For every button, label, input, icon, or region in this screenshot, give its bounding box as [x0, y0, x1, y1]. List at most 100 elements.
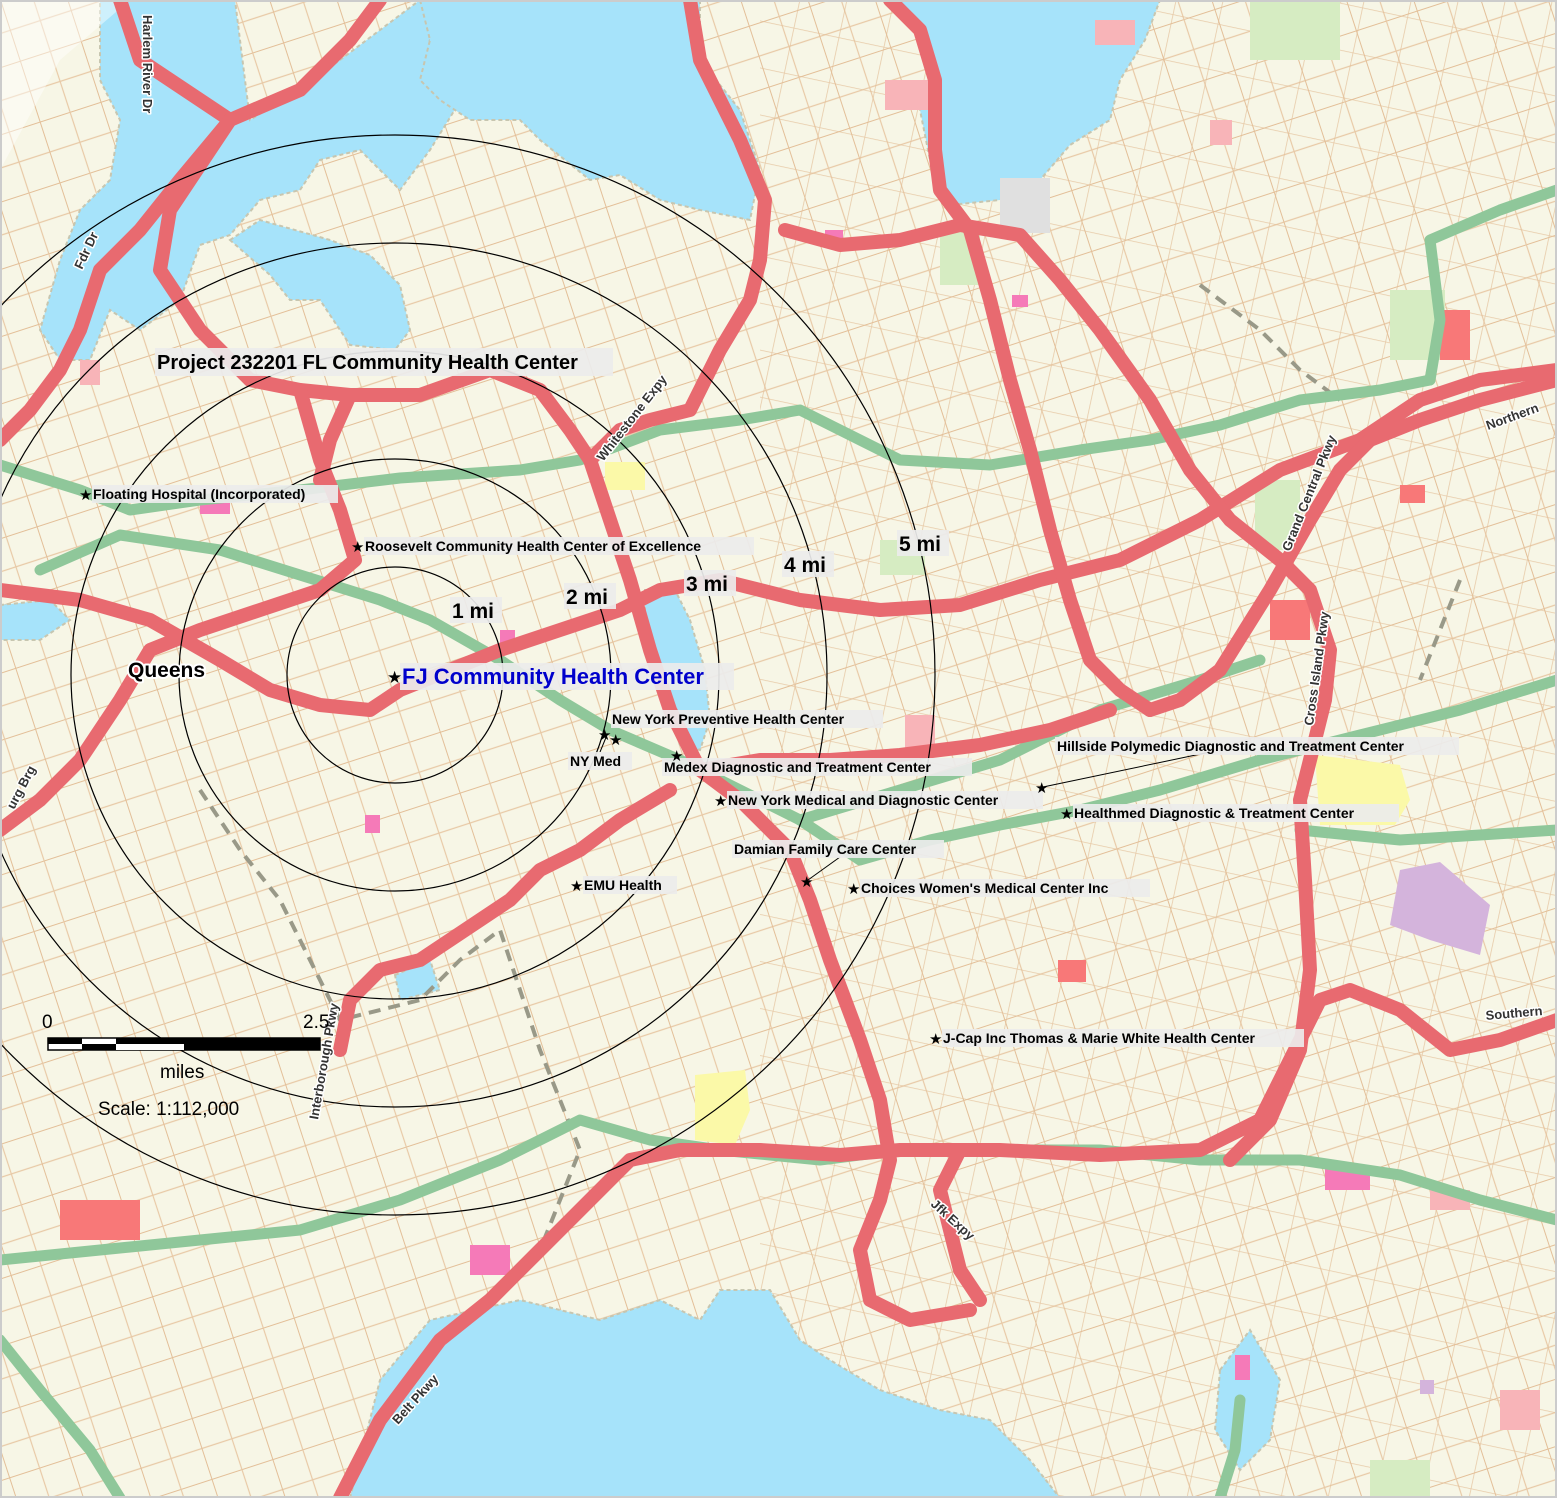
place-label-queens: Queens	[128, 659, 205, 682]
scale-bar: 0 2.5 miles Scale: 1:112,000	[42, 1012, 329, 1120]
star-icon: ★	[670, 747, 683, 765]
northern-parkway	[1424, 184, 1557, 386]
boundary-line-east2	[1418, 579, 1462, 681]
facility-marker[interactable]: ★ ★ New York Preventive Health Center	[598, 710, 883, 749]
harlem-river-drive	[113, 0, 237, 127]
grand-central-west	[153, 113, 597, 467]
facility-label[interactable]: NY Med	[570, 753, 621, 769]
facility-label[interactable]: New York Preventive Health Center	[612, 711, 845, 727]
facility-label-bg	[1073, 804, 1399, 822]
star-icon: ★	[609, 731, 622, 749]
star-icon: ★	[387, 668, 402, 688]
facility-marker[interactable]: ★ Healthmed Diagnostic & Treatment Cente…	[1060, 804, 1399, 823]
star-icon: ★	[1060, 805, 1073, 823]
pink-area	[885, 80, 935, 110]
road-label: Harlem River Dr	[140, 15, 155, 113]
pink-area	[1210, 120, 1232, 145]
scale-bar-segment	[116, 1044, 184, 1050]
bqe-spur	[313, 388, 357, 487]
bowery-bay	[228, 218, 412, 352]
facility-label[interactable]: Damian Family Care Center	[734, 841, 917, 857]
pink-area	[1270, 600, 1310, 640]
facility-label[interactable]: J-Cap Inc Thomas & Marie White Health Ce…	[943, 1030, 1255, 1046]
scale-max-label: 2.5	[303, 1012, 329, 1033]
leader-lines	[599, 734, 1211, 881]
park-area	[1370, 1460, 1430, 1498]
newtown-creek	[0, 598, 72, 641]
facility-label[interactable]: Choices Women's Medical Center Inc	[861, 880, 1109, 896]
boundary-line-east	[1198, 283, 1342, 402]
star-icon: ★	[800, 873, 813, 891]
ring-5-mile	[0, 134, 936, 1216]
facility-marker[interactable]: ★ J-Cap Inc Thomas & Marie White Health …	[929, 1029, 1304, 1048]
facility-marker[interactable]: ★ New York Medical and Diagnostic Center	[714, 791, 1043, 810]
center-label[interactable]: FJ Community Health Center	[402, 664, 704, 689]
facility-label-bg	[1055, 737, 1459, 755]
magenta-area	[365, 815, 380, 833]
boundary-line	[198, 788, 583, 1251]
facility-marker[interactable]: ★ EMU Health	[570, 876, 677, 895]
pink-area	[1058, 960, 1086, 982]
star-icon: ★	[929, 1030, 942, 1048]
facility-label[interactable]: EMU Health	[584, 877, 662, 893]
facility-marker[interactable]: ★ Medex Diagnostic and Treatment Center	[662, 747, 972, 776]
facility-label[interactable]: Healthmed Diagnostic & Treatment Center	[1074, 805, 1355, 821]
scale-bar-segment	[184, 1044, 320, 1050]
facility-marker[interactable]: ★ Choices Women's Medical Center Inc	[847, 879, 1150, 898]
facility-label-bg	[568, 752, 632, 770]
scale-bar-segment	[82, 1044, 116, 1050]
magenta-area	[1012, 295, 1028, 307]
clearview-expressway	[883, 0, 1157, 717]
facility-label[interactable]: Roosevelt Community Health Center of Exc…	[365, 538, 701, 554]
facility-label[interactable]: New York Medical and Diagnostic Center	[728, 792, 999, 808]
yellow-area-jamaica	[695, 1070, 750, 1145]
facility-label-bg	[364, 537, 754, 555]
facility-label-bg	[92, 485, 338, 503]
manhattan-grid	[0, 0, 130, 170]
title-bg	[155, 348, 613, 376]
purple-area-creedmoor	[1390, 862, 1490, 955]
long-island-expressway	[0, 363, 1557, 717]
ring-label-5: 5 mi	[899, 533, 941, 556]
facility-label[interactable]: Hillside Polymedic Diagnostic and Treatm…	[1057, 738, 1405, 754]
ring-label-2: 2 mi	[566, 586, 608, 609]
star-icon: ★	[1035, 779, 1048, 797]
interborough-parkway	[333, 783, 677, 1057]
jfk-expressway	[933, 1143, 987, 1307]
ring-label-bg	[684, 570, 736, 596]
star-icon: ★	[570, 877, 583, 895]
star-icon: ★	[351, 538, 364, 556]
facility-marker[interactable]: ★ Roosevelt Community Health Center of E…	[351, 537, 754, 556]
gray-area-fort-totten	[1000, 178, 1050, 233]
scale-ratio-label: Scale: 1:112,000	[98, 1099, 239, 1120]
road-label: Southern	[1485, 1003, 1543, 1023]
scale-bar-segment	[48, 1038, 82, 1044]
fdr-drive	[0, 113, 237, 447]
leader-damian	[807, 856, 841, 881]
purple-area-small	[1420, 1380, 1434, 1394]
facility-label-bg	[611, 710, 883, 728]
facility-label-bg	[583, 876, 677, 894]
center-marker[interactable]: ★ FJ Community Health Center	[387, 663, 734, 690]
park-area	[1250, 0, 1340, 60]
magenta-area	[470, 1245, 510, 1275]
leader-hillside	[1042, 751, 1211, 788]
facility-label-bg	[860, 879, 1150, 897]
facility-marker[interactable]: ★ Floating Hospital (Incorporated)	[79, 485, 338, 504]
facility-marker[interactable]: NY Med	[568, 752, 632, 770]
ring-labels: 1 mi 2 mi 3 mi 4 mi 5 mi	[450, 530, 949, 623]
southern-state-parkway-east	[1294, 824, 1557, 846]
facility-label[interactable]: Floating Hospital (Incorporated)	[93, 486, 305, 502]
facility-marker[interactable]: ★ Hillside Polymedic Diagnostic and Trea…	[1035, 737, 1459, 797]
facility-marker[interactable]: ★ Damian Family Care Center	[732, 840, 944, 891]
triborough-bridge	[223, 0, 387, 127]
facility-label-bg	[732, 840, 944, 858]
scale-zero-label: 0	[42, 1012, 53, 1033]
facility-label[interactable]: Medex Diagnostic and Treatment Center	[664, 759, 931, 775]
pink-area	[60, 1200, 140, 1240]
ring-label-4: 4 mi	[784, 554, 826, 577]
scale-bar-segment	[116, 1038, 184, 1044]
